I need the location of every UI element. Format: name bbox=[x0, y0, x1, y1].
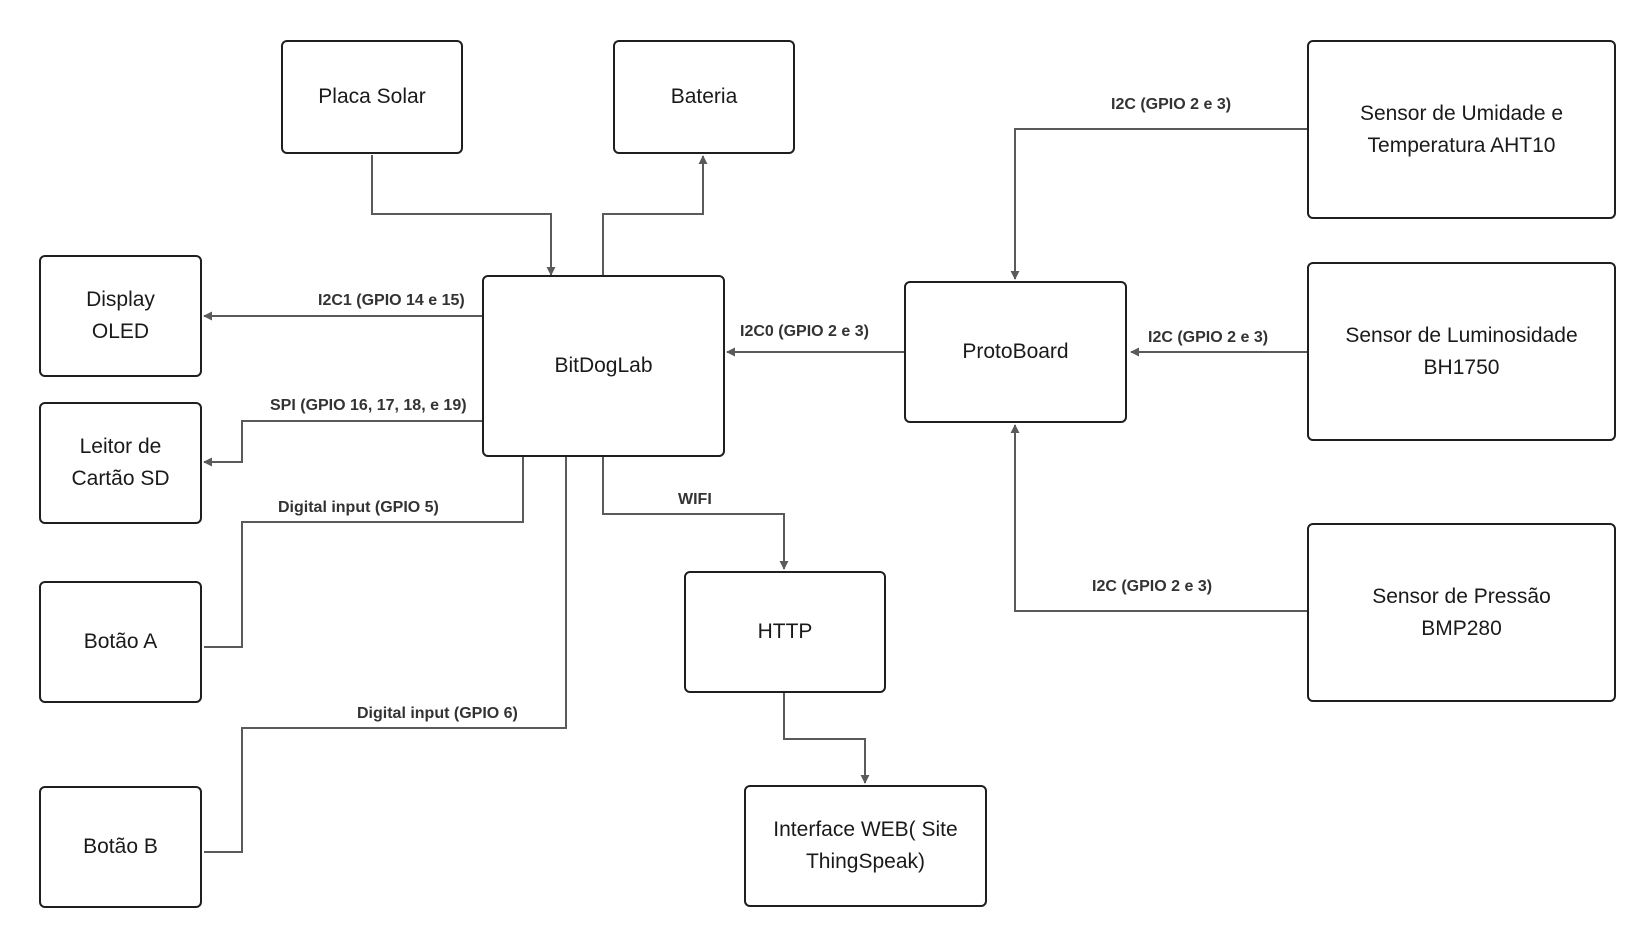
node-interface-web: Interface WEB( Site ThingSpeak) bbox=[744, 785, 987, 907]
edge-bitdoglab-to-http bbox=[602, 457, 789, 570]
edge-label-i2c-pressao: I2C (GPIO 2 e 3) bbox=[1092, 578, 1213, 595]
edge-botaoa-to-bitdoglab bbox=[204, 457, 524, 648]
edge-http-to-web bbox=[783, 693, 870, 784]
edge-label-digital6: Digital input (GPIO 6) bbox=[357, 705, 518, 722]
node-leitor-sd: Leitor de Cartão SD bbox=[39, 402, 202, 524]
edge-bitdoglab-to-sd bbox=[203, 420, 482, 467]
edge-botaob-to-bitdoglab bbox=[204, 457, 567, 853]
edge-label-i2c-umidade: I2C (GPIO 2 e 3) bbox=[1111, 96, 1232, 113]
node-sensor-umidade: Sensor de Umidade e Temperatura AHT10 bbox=[1307, 40, 1616, 219]
edge-label-wifi: WIFI bbox=[678, 491, 712, 508]
node-sensor-luminosidade: Sensor de Luminosidade BH1750 bbox=[1307, 262, 1616, 441]
edge-umidade-to-protoboard bbox=[1010, 128, 1307, 280]
edge-pressao-to-protoboard bbox=[1010, 424, 1307, 612]
edge-bitdoglab-to-bateria bbox=[602, 155, 708, 275]
node-sensor-pressao: Sensor de Pressão BMP280 bbox=[1307, 523, 1616, 702]
node-botao-b: Botão B bbox=[39, 786, 202, 908]
node-bitdoglab: BitDogLab bbox=[482, 275, 725, 457]
edge-label-i2c-luminosidade: I2C (GPIO 2 e 3) bbox=[1148, 329, 1269, 346]
edge-label-digital5: Digital input (GPIO 5) bbox=[278, 499, 439, 516]
node-bateria: Bateria bbox=[613, 40, 795, 154]
node-placa-solar: Placa Solar bbox=[281, 40, 463, 154]
edge-label-spi: SPI (GPIO 16, 17, 18, e 19) bbox=[270, 397, 467, 414]
edge-label-i2c1: I2C1 (GPIO 14 e 15) bbox=[318, 292, 465, 309]
node-http: HTTP bbox=[684, 571, 886, 693]
node-display-oled: Display OLED bbox=[39, 255, 202, 377]
edge-label-i2c0: I2C0 (GPIO 2 e 3) bbox=[740, 323, 869, 340]
node-protoboard: ProtoBoard bbox=[904, 281, 1127, 423]
node-botao-a: Botão A bbox=[39, 581, 202, 703]
edge-solar-to-bitdoglab bbox=[371, 155, 556, 276]
